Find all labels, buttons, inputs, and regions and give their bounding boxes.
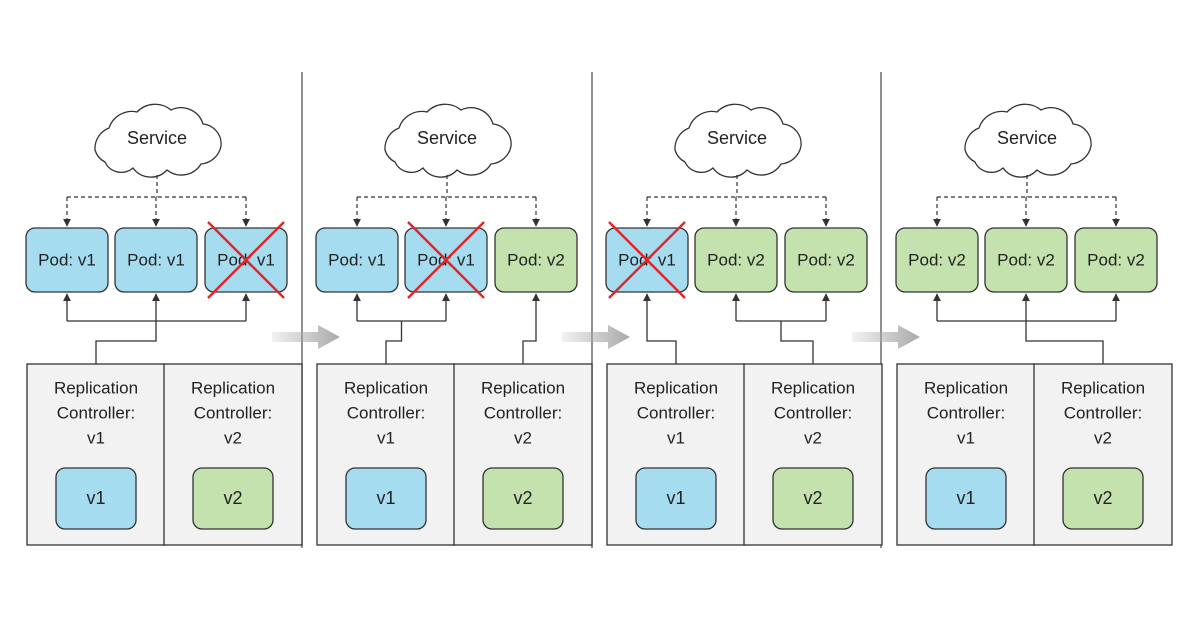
- controller-connectors: [643, 293, 677, 364]
- controller-label: v2: [1094, 429, 1112, 448]
- pod: Pod: v1: [114, 227, 198, 293]
- pod-label: Pod: v2: [997, 251, 1055, 270]
- controller-connectors: [933, 293, 1120, 364]
- pod-template-badge: [482, 467, 564, 530]
- pod-template-badge: [772, 467, 854, 530]
- pod-template-label: v2: [513, 488, 532, 508]
- pod: Pod: v2: [494, 227, 578, 293]
- controller-label: Controller:: [194, 404, 272, 423]
- controller-label: v2: [514, 429, 532, 448]
- pod-label: Pod: v1: [38, 251, 96, 270]
- pod-label: Pod: v2: [707, 251, 765, 270]
- transition-arrow: [272, 325, 340, 349]
- pod-label: Pod: v2: [908, 251, 966, 270]
- pod-template-badge: [1062, 467, 1144, 530]
- pod: Pod: v2: [784, 227, 868, 293]
- controller-label: Replication: [924, 379, 1008, 398]
- controller-label: Controller:: [927, 404, 1005, 423]
- pod-template-badge: [55, 467, 137, 530]
- controller-connectors: [732, 293, 830, 364]
- service-label: Service: [707, 128, 767, 148]
- service-label: Service: [417, 128, 477, 148]
- controller-connectors: [353, 293, 450, 364]
- controller-label: v2: [224, 429, 242, 448]
- controller-connectors: [522, 293, 540, 364]
- transition-arrow: [852, 325, 920, 349]
- controller-label: Replication: [481, 379, 565, 398]
- controller-connectors: [63, 293, 250, 364]
- controller-label: v1: [87, 429, 105, 448]
- service-cloud: Service: [674, 103, 802, 178]
- pod-label: Pod: v1: [328, 251, 386, 270]
- pod-template-label: v2: [223, 488, 242, 508]
- controller-label: Replication: [634, 379, 718, 398]
- pod-template-badge: [192, 467, 274, 530]
- controller-label: Replication: [771, 379, 855, 398]
- controller-label: v2: [804, 429, 822, 448]
- pod-label: Pod: v1: [127, 251, 185, 270]
- service-cloud: Service: [964, 103, 1092, 178]
- controller-label: Controller:: [774, 404, 852, 423]
- pod-template-label: v1: [666, 488, 685, 508]
- pod: Pod: v2: [984, 227, 1068, 293]
- service-cloud: Service: [384, 103, 512, 178]
- pod-template-badge: [925, 467, 1007, 530]
- controller-label: Controller:: [484, 404, 562, 423]
- controller-label: Controller:: [57, 404, 135, 423]
- service-connectors: [933, 175, 1120, 227]
- transition-arrow: [562, 325, 630, 349]
- pod-label: Pod: v2: [1087, 251, 1145, 270]
- pod-template-label: v1: [956, 488, 975, 508]
- pod: Pod: v1: [315, 227, 399, 293]
- controller-label: Controller:: [1064, 404, 1142, 423]
- controller-label: Replication: [54, 379, 138, 398]
- controller-label: v1: [377, 429, 395, 448]
- pod-template-label: v2: [803, 488, 822, 508]
- pod: Pod: v2: [1074, 227, 1158, 293]
- controller-label: Controller:: [637, 404, 715, 423]
- pod: Pod: v1: [204, 221, 288, 299]
- pod-template-label: v2: [1093, 488, 1112, 508]
- service-connectors: [63, 175, 250, 227]
- pod: Pod: v1: [25, 227, 109, 293]
- pod-template-badge: [635, 467, 717, 530]
- service-cloud: Service: [94, 103, 222, 178]
- pod-label: Pod: v2: [507, 251, 565, 270]
- service-label: Service: [997, 128, 1057, 148]
- deleted-cross-icon: [608, 221, 686, 299]
- controller-label: Replication: [1061, 379, 1145, 398]
- controller-label: Controller:: [347, 404, 425, 423]
- pod: Pod: v1: [404, 221, 488, 299]
- controller-label: Replication: [191, 379, 275, 398]
- controller-label: Replication: [344, 379, 428, 398]
- pod: Pod: v2: [694, 227, 778, 293]
- deleted-cross-icon: [207, 221, 285, 299]
- pod-label: Pod: v2: [797, 251, 855, 270]
- controller-label: v1: [957, 429, 975, 448]
- pod: Pod: v2: [895, 227, 979, 293]
- pod-template-badge: [345, 467, 427, 530]
- pod-template-label: v1: [376, 488, 395, 508]
- deleted-cross-icon: [407, 221, 485, 299]
- service-connectors: [353, 175, 540, 227]
- service-connectors: [643, 175, 830, 227]
- controller-label: v1: [667, 429, 685, 448]
- service-label: Service: [127, 128, 187, 148]
- pod: Pod: v1: [605, 221, 689, 299]
- pod-template-label: v1: [86, 488, 105, 508]
